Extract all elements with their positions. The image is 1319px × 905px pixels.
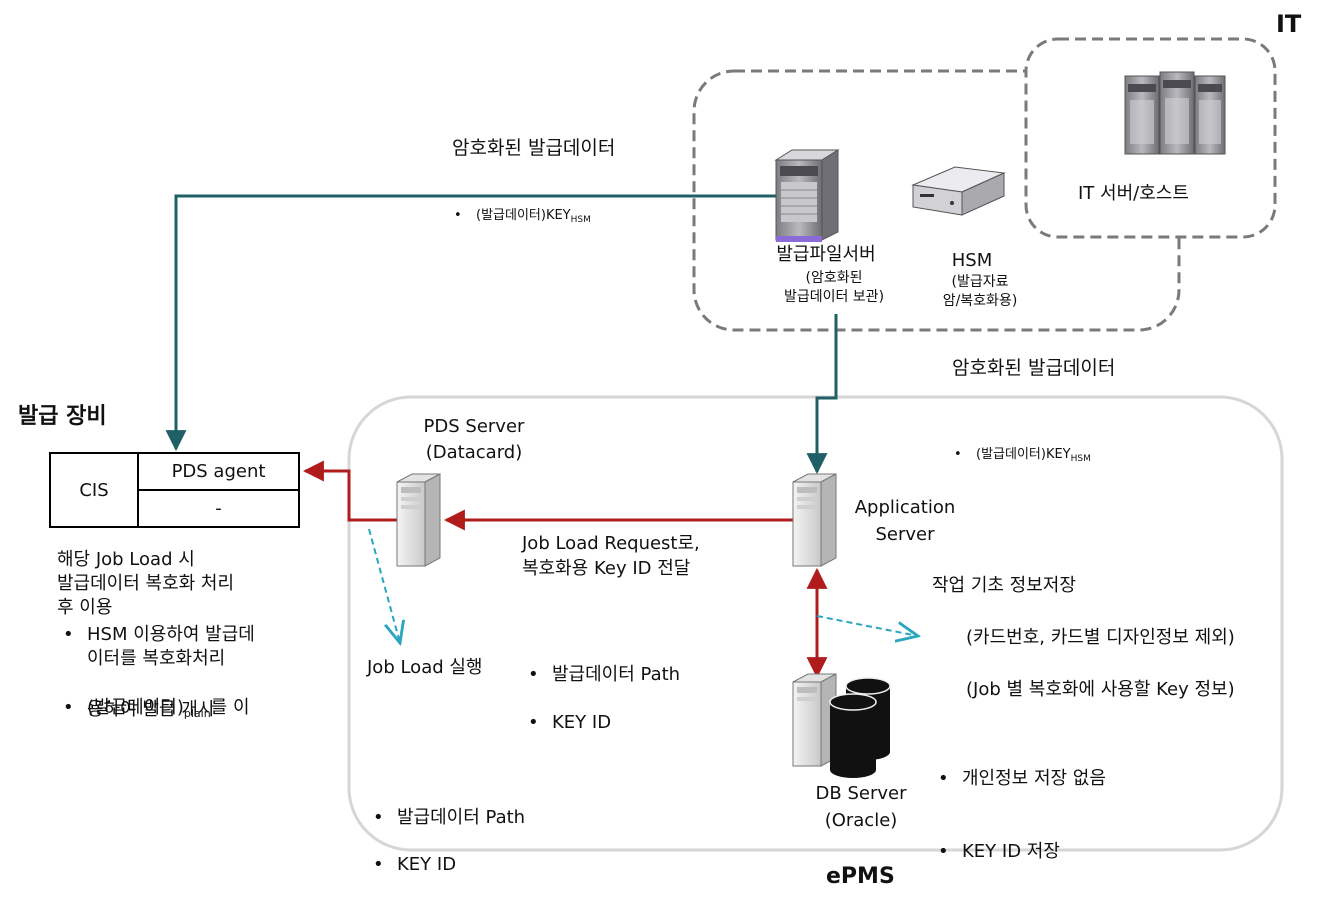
application-server-icon [792, 473, 837, 567]
app-server-label: Application [854, 497, 956, 518]
issuer-device-title: 발급 장비 [18, 404, 107, 429]
job-execute-title: Job Load 실행 [367, 657, 483, 678]
job-info-bullet: KEY ID 저장 [932, 841, 1319, 863]
issuer-device-table [49, 452, 300, 528]
job-execute-bullet: 발급데이터 Path [367, 807, 1319, 829]
encrypted-data-line-to-app [806, 314, 838, 475]
it-zone-title: IT [1276, 10, 1302, 38]
hsm-sub: 암/복호화용) [942, 293, 1018, 309]
job-info-bullet: 개인정보 저장 없음 [932, 768, 1319, 790]
empty-cell: - [215, 498, 222, 519]
pds-server-label: (Datacard) [425, 442, 523, 463]
it-host-label: IT 서버/호스트 [1078, 183, 1189, 204]
issuer-note-line: 발급데이터 복호화 처리 [57, 573, 235, 594]
hsm-label: HSM [951, 250, 993, 271]
job-info-bullet-sub: (카드번호, 카드별 디자인정보 제외) [966, 627, 1235, 648]
issuer-bullet-plain: (발급데이터)plain를 이 [57, 697, 1319, 720]
db-server-label: DB Server [815, 783, 907, 804]
pds-server-label: PDS Server [423, 416, 525, 437]
issuer-bullet-cont: 이터를 복호화처리 [87, 648, 226, 669]
hsm-sub: (발급자료 [951, 274, 1009, 290]
it-outer-zone-border [692, 69, 1181, 332]
encrypted-data-bullet-right: (발급데이터)KEYHSM [952, 447, 1319, 465]
file-server-sub: (암호화된 [805, 270, 863, 286]
job-request-bullet: KEY ID [522, 712, 1319, 734]
encrypted-data-line-to-issuer [165, 194, 776, 452]
file-server-label: 발급파일서버 [776, 244, 876, 265]
encrypted-data-bullet-top: (발급데이터)KEYHSM [452, 208, 1319, 226]
file-server-icon [774, 149, 840, 242]
it-host-server-icon [1124, 71, 1226, 155]
file-server-sub: 발급데이터 보관) [783, 289, 885, 305]
encrypted-data-title-top: 암호화된 발급데이터 [452, 137, 616, 159]
pds-to-agent-arrow [302, 460, 400, 522]
job-request-line: 복호화용 Key ID 전달 [522, 558, 691, 579]
cis-cell: CIS [79, 479, 109, 501]
job-info-title: 작업 기초 정보저장 [932, 575, 1076, 596]
job-request-line: Job Load Request로, [522, 533, 700, 554]
app-server-label: Server [875, 524, 935, 545]
issuer-bullet: HSM 이용하여 발급데 [57, 624, 1319, 646]
issuer-bullet-cont: 용하여 발급 개시 [87, 699, 215, 720]
job-request-bullet: 발급데이터 Path [522, 664, 1319, 686]
encrypted-data-title-right: 암호화된 발급데이터 [952, 357, 1116, 379]
pds-agent-cell: PDS agent [171, 461, 266, 482]
issuer-note-line: 해당 Job Load 시 [57, 549, 195, 570]
pds-server-icon [396, 473, 441, 567]
issuer-note-line: 후 이용 [57, 597, 113, 618]
job-info-bullet-sub: (Job 별 복호화에 사용할 Key 정보) [966, 679, 1235, 700]
job-execute-bullet: KEY ID [367, 854, 1319, 876]
